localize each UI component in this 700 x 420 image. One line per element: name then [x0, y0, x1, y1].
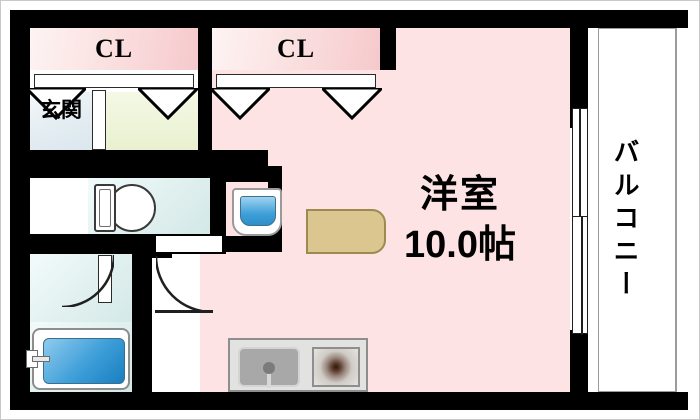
wall-main-left-upper-top	[226, 166, 282, 182]
hallway-door-swing-arc-icon	[156, 256, 212, 312]
entrance-label: 玄関	[40, 99, 82, 122]
wall-washer-alcove-bottom	[226, 236, 282, 252]
wall-top-balcony	[570, 10, 688, 28]
bathroom-door-swing-arc-icon	[62, 255, 114, 307]
kitchen-faucet-stem-icon	[267, 368, 271, 388]
wall-between-closets	[198, 28, 212, 70]
closet-left-label: CL	[94, 34, 134, 63]
kitchen-unit	[228, 338, 368, 392]
sliding-glass-door[interactable]	[572, 108, 588, 227]
bathtub-spout-icon	[32, 356, 50, 362]
kitchen-counter	[306, 209, 386, 254]
main-room-name-label: 洋室	[419, 174, 500, 216]
balcony-inner-edge	[676, 28, 677, 392]
kitchen-faucet-knob-icon	[263, 362, 275, 374]
closet-right-label: CL	[276, 34, 316, 63]
closet-left-chevron-a-icon	[26, 88, 86, 120]
closet-right-chevron-b-icon	[322, 88, 382, 120]
wall-right-interior-lower	[570, 330, 588, 392]
room-balcony	[598, 28, 676, 392]
hallway-door-leaf[interactable]	[155, 310, 213, 313]
bathtub-fixture	[32, 328, 130, 390]
wall-left	[10, 10, 30, 410]
wall-main-notch-horizontal	[212, 150, 268, 170]
washing-machine-pan	[232, 188, 282, 236]
wall-right-interior	[570, 28, 588, 128]
entry-door[interactable]	[92, 90, 106, 150]
wall-toilet-right	[210, 164, 226, 248]
wall-bottom-balcony	[570, 392, 688, 410]
room-bathroom	[30, 254, 132, 330]
wall-top	[10, 10, 588, 28]
toilet-door[interactable]	[156, 236, 222, 252]
balcony-label: バルコニー	[610, 137, 640, 303]
closet-right-rail	[216, 74, 376, 88]
room-closet-right	[212, 28, 380, 70]
stove-burner	[312, 347, 360, 387]
closet-left-chevron-b-icon	[138, 88, 198, 120]
room-closet-left	[30, 28, 198, 70]
closet-right-chevron-a-icon	[210, 88, 270, 120]
wall-bath-right	[132, 254, 152, 392]
wall-bottom	[10, 392, 588, 410]
toilet-tank	[94, 184, 116, 232]
main-room-size-label: 10.0帖	[404, 224, 516, 266]
wall-toilet-top	[30, 164, 226, 178]
closet-left-rail	[34, 74, 194, 88]
wall-closet-right-edge	[380, 28, 396, 70]
sliding-glass-door-lower[interactable]	[572, 216, 588, 335]
bathroom-door[interactable]	[98, 255, 112, 303]
wall-hall-main-divider	[198, 70, 212, 170]
